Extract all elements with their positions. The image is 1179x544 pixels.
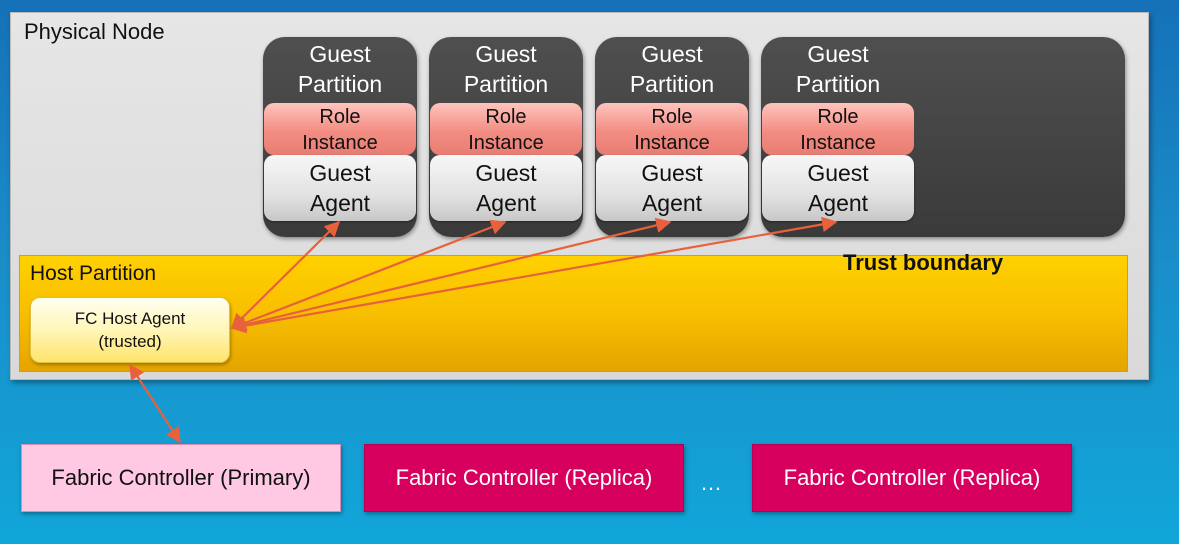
guest-title-line2: Partition [629,71,715,97]
physical-node-title: Physical Node [24,19,165,44]
arrow-fc-primary [129,363,181,444]
role-line1: Role [485,106,527,128]
agent-line1: Guest [475,160,537,186]
agent-line1: Guest [807,160,869,186]
arrow-agent3 [230,217,672,333]
guest-partition-title: Guest Partition [429,39,583,99]
guest-agent: Guest Agent [430,155,582,221]
role-line1: Role [817,106,859,128]
guest-title-line2: Partition [297,71,383,97]
guest-title-line2: Partition [795,71,881,97]
guest-partition-1: Guest Partition Role Instance Guest Agen… [263,37,417,237]
role-instance: Role Instance [596,103,748,155]
guest-partition-title: Guest Partition [761,39,915,99]
fc-host-agent: FC Host Agent (trusted) [30,297,230,363]
guest-agent: Guest Agent [762,155,914,221]
guest-partition-title: Guest Partition [595,39,749,99]
guest-agent: Guest Agent [596,155,748,221]
guest-title-line1: Guest [641,41,703,67]
guest-partition-4: Guest Partition Role Instance Guest Agen… [761,37,1125,237]
arrow-agent4 [230,216,838,334]
agent-line2: Agent [309,190,371,216]
guest-agent: Guest Agent [264,155,416,221]
role-line2: Instance [468,132,544,154]
role-line1: Role [319,106,361,128]
guest-partition-2: Guest Partition Role Instance Guest Agen… [429,37,583,237]
host-partition-title: Host Partition [30,262,157,285]
role-line2: Instance [302,132,378,154]
role-instance: Role Instance [430,103,582,155]
agent-line2: Agent [807,190,869,216]
fabric-controller-primary: Fabric Controller (Primary) [21,444,341,512]
trust-boundary-label: Trust boundary [843,250,1004,275]
role-instance: Role Instance [264,103,416,155]
guest-title-line1: Guest [309,41,371,67]
agent-line2: Agent [475,190,537,216]
fabric-controller-replica-2: Fabric Controller (Replica) [752,444,1072,512]
role-line1: Role [651,106,693,128]
agent-line1: Guest [309,160,371,186]
guest-title-line2: Partition [463,71,549,97]
guest-partition-3: Guest Partition Role Instance Guest Agen… [595,37,749,237]
guest-title-line1: Guest [807,41,869,67]
role-instance: Role Instance [762,103,914,155]
guest-partition-title: Guest Partition [263,39,417,99]
ellipsis: … [700,470,723,495]
arrow-agent2 [230,219,507,331]
fc-agent-line2: (trusted) [98,332,162,351]
fc-agent-line1: FC Host Agent [74,309,186,328]
agent-line2: Agent [641,190,703,216]
guest-title-line1: Guest [475,41,537,67]
role-line2: Instance [634,132,710,154]
fabric-controller-replica-1: Fabric Controller (Replica) [364,444,684,512]
role-line2: Instance [800,132,876,154]
agent-line1: Guest [641,160,703,186]
